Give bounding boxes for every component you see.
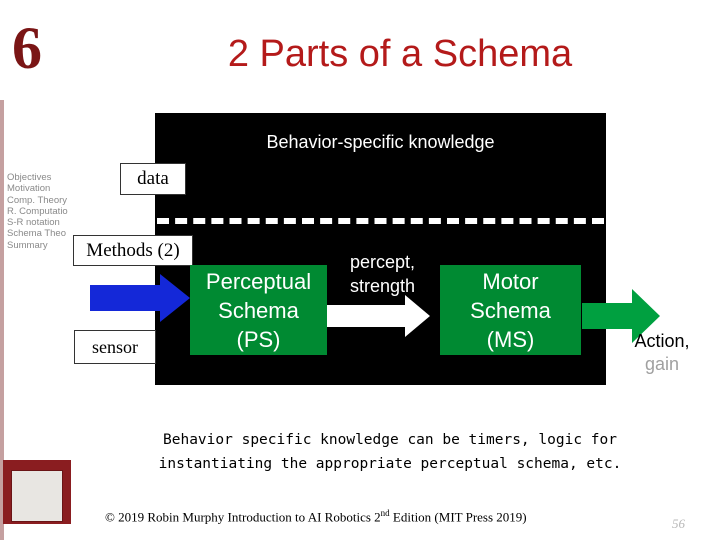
methods-label: Methods (2) [73, 235, 193, 266]
footer-copyright: © 2019 Robin Murphy Introduction to AI R… [105, 508, 527, 525]
page-number: 56 [672, 516, 685, 531]
nav-item-motivation[interactable]: Motivation [7, 183, 51, 195]
gain-word: gain [644, 354, 680, 374]
action-arrow [582, 289, 660, 343]
ps-line-3: (PS) [236, 326, 281, 352]
action-gain-label: Action, gain [626, 330, 698, 376]
nav-item-summary[interactable]: Summary [7, 239, 48, 251]
note-line-1: Behavior specific knowledge can be timer… [163, 432, 617, 448]
slide-title: 2 Parts of a Schema [227, 33, 573, 75]
perceptual-schema-box: Perceptual Schema (PS) [190, 265, 327, 355]
percept-line-1: percept, [349, 252, 416, 272]
motor-schema-box: Motor Schema (MS) [440, 265, 581, 355]
sensor-arrow [90, 274, 190, 322]
nav-item-schema-theory[interactable]: Schema Theo [7, 228, 66, 240]
nav-item-sr-notation[interactable]: S-R notation [7, 217, 60, 229]
footer-suffix: Edition (MIT Press 2019) [389, 509, 527, 525]
ms-line-2: Schema [470, 297, 551, 323]
chapter-number: 6 [12, 15, 42, 81]
nav-item-objectives[interactable]: Objectives [7, 172, 52, 183]
ps-line-1: Perceptual [205, 268, 312, 294]
ms-line-1: Motor [482, 268, 539, 294]
nav-item-comp-theory[interactable]: Comp. Theory [7, 194, 68, 206]
data-label: data [120, 163, 186, 195]
action-word: Action, [634, 331, 690, 351]
ms-line-3: (MS) [486, 326, 535, 352]
behavior-label: Behavior-specific knowledge [266, 132, 495, 152]
sidebar-divider [0, 100, 4, 540]
ps-line-2: Schema [218, 297, 299, 323]
explanation-note: Behavior specific knowledge can be timer… [120, 428, 660, 476]
note-line-2: instantiating the appropriate perceptual… [158, 456, 622, 472]
nav-item-r-computation[interactable]: R. Computatio [7, 205, 68, 217]
percept-output-label: percept, strength [330, 250, 435, 298]
sensor-label: sensor [74, 330, 156, 364]
dashed-divider [157, 218, 604, 224]
footer-sup: nd [380, 508, 390, 518]
percept-line-2: strength [349, 276, 416, 296]
footer-prefix: © 2019 Robin Murphy Introduction to AI R… [105, 509, 381, 525]
percept-arrow [327, 295, 430, 337]
book-cover-inset [11, 470, 63, 522]
sidebar-nav: Objectives Motivation Comp. Theory R. Co… [7, 172, 68, 251]
